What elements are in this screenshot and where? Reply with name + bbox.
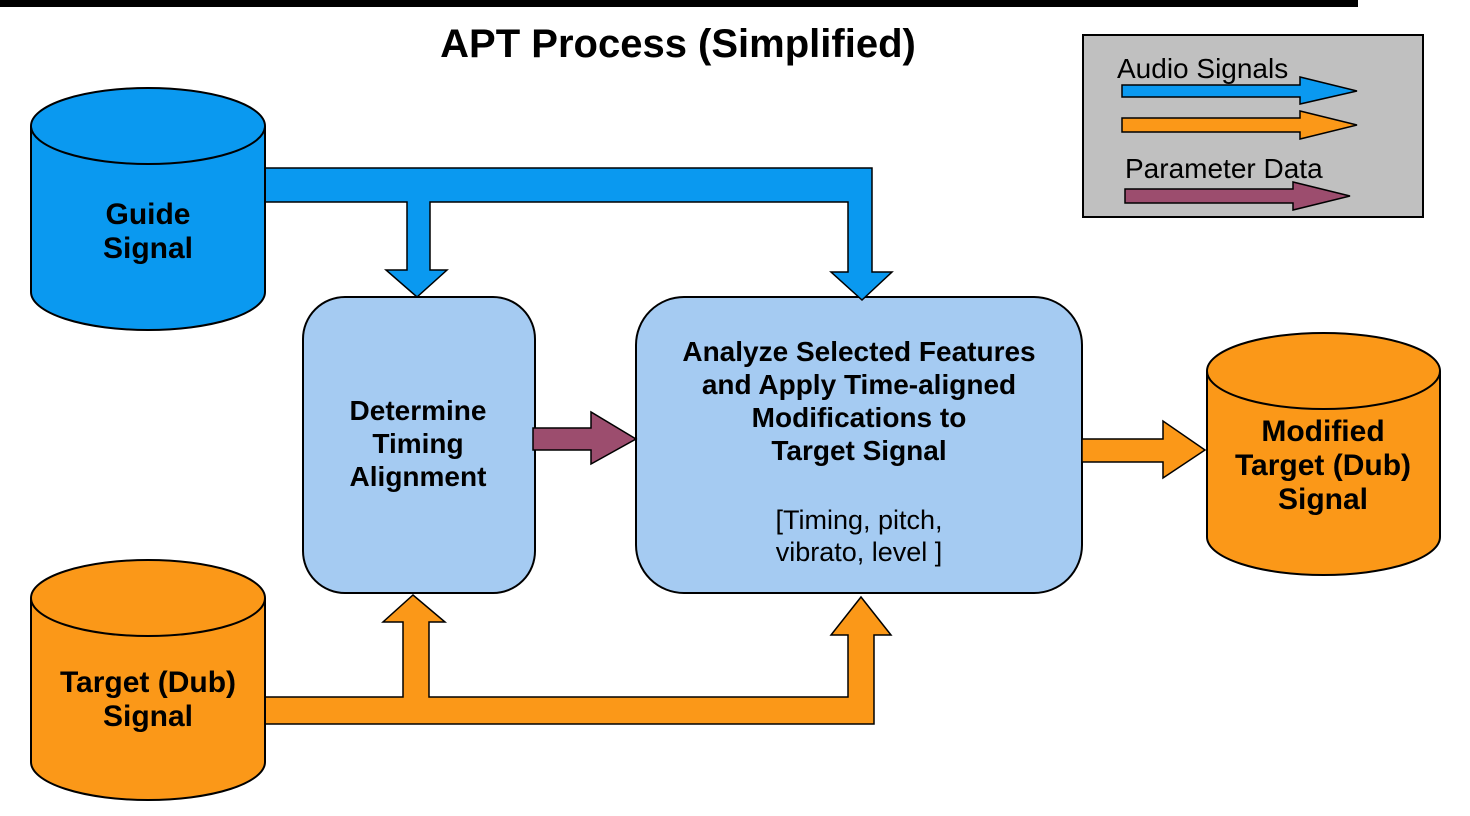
- determine-timing-box-text: Determine Timing Alignment: [350, 395, 487, 492]
- output-audio-arrow: [1081, 419, 1207, 480]
- analyze-label-line2: and Apply Time-aligned: [702, 369, 1016, 400]
- legend-blue-arrow-icon: [1121, 76, 1358, 105]
- modified-signal-label-line3: Signal: [1278, 483, 1368, 516]
- determine-label-line2: Timing: [372, 428, 463, 459]
- modified-cylinder-body: [1206, 371, 1441, 576]
- target-signal-cylinder: Target (Dub) Signal: [30, 559, 266, 801]
- modified-target-cylinder: Modified Target (Dub) Signal: [1206, 332, 1441, 576]
- guide-signal-cylinder: Guide Signal: [30, 87, 266, 331]
- target-cylinder-body: [30, 598, 266, 801]
- target-signal-label-line1: Target (Dub): [60, 666, 236, 699]
- parameter-data-arrow: [532, 410, 638, 466]
- guide-audio-connector-arrow: [258, 167, 894, 302]
- modified-signal-label-line2: Target (Dub): [1235, 449, 1411, 482]
- target-cylinder-top: [30, 559, 266, 637]
- guide-cylinder-top: [30, 87, 266, 165]
- legend-parameter-data-label: Parameter Data: [1125, 153, 1323, 184]
- modified-signal-label-line1: Modified: [1261, 415, 1384, 448]
- guide-cylinder-body: [30, 126, 266, 331]
- modified-cylinder-top: [1206, 332, 1441, 410]
- legend-orange-arrow-icon: [1121, 110, 1358, 140]
- analyze-label-line4: Target Signal: [771, 435, 946, 466]
- legend-audio-signals-label: Audio Signals: [1117, 53, 1288, 84]
- target-signal-label-line2: Signal: [103, 700, 193, 733]
- target-audio-connector-arrow: [261, 594, 893, 725]
- determine-label-line3: Alignment: [350, 461, 487, 492]
- analyze-sub-line1: [Timing, pitch,: [775, 505, 942, 535]
- page-title: APT Process (Simplified): [440, 22, 916, 66]
- determine-label-line1: Determine: [350, 395, 487, 426]
- guide-signal-label-line1: Guide: [105, 198, 190, 231]
- legend: Audio Signals Parameter Data: [1082, 34, 1424, 218]
- top-border-strip: [0, 0, 1358, 7]
- analyze-label-line3: Modifications to: [752, 402, 967, 433]
- analyze-features-box-text: Analyze Selected Features and Apply Time…: [682, 336, 1035, 567]
- analyze-sub-line2: vibrato, level ]: [776, 537, 943, 567]
- analyze-label-line1: Analyze Selected Features: [682, 336, 1035, 367]
- guide-signal-label-line2: Signal: [103, 232, 193, 265]
- legend-purple-arrow-icon: [1124, 181, 1351, 211]
